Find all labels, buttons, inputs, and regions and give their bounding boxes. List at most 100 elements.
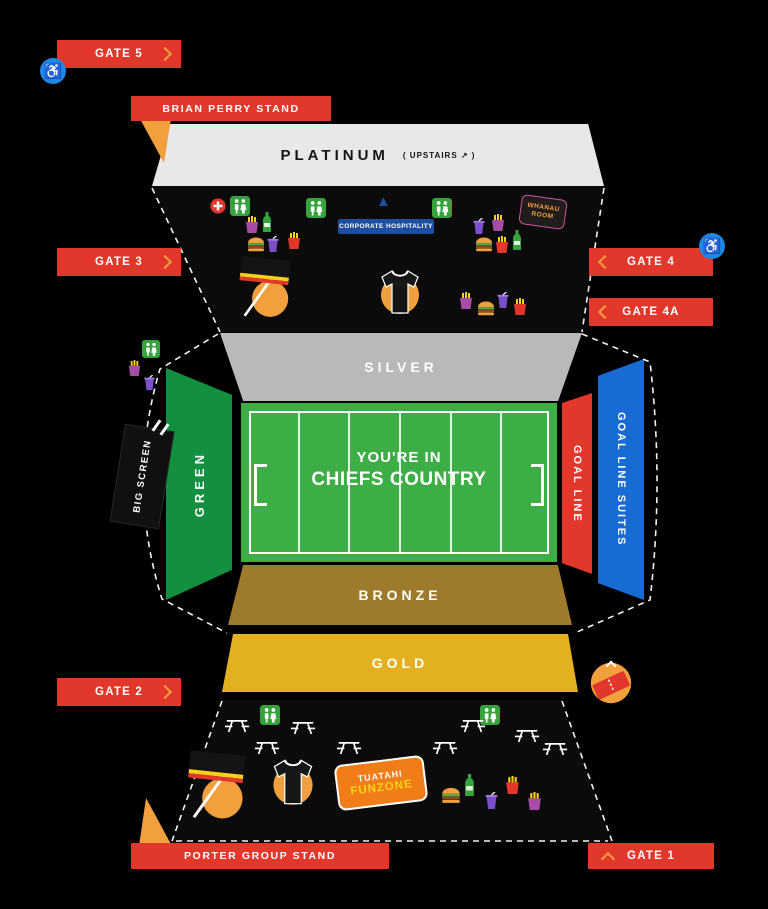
- rugby-field: YOU'RE IN CHIEFS COUNTRY: [241, 403, 557, 562]
- gate-2-button[interactable]: GATE 2: [57, 678, 181, 706]
- gate-4a-label: GATE 4A: [622, 306, 680, 318]
- toilets-icon: [260, 705, 280, 725]
- gate-5-label: GATE 5: [95, 48, 143, 60]
- drink-cup-icon: [266, 236, 280, 253]
- field-line: [297, 413, 300, 552]
- gate-4a-button[interactable]: GATE 4A: [589, 298, 713, 326]
- picnic-table-icon: [432, 739, 458, 756]
- accessibility-icon: ♿: [40, 58, 66, 84]
- goal-line-suites-label: GOAL LINE SUITES: [615, 412, 627, 547]
- picnic-table-icon: [336, 739, 362, 756]
- goal-posts-icon: [254, 464, 267, 506]
- picnic-table-icon: [514, 727, 540, 744]
- corporate-hospitality-label: CORPORATE HOSPITALITY: [339, 223, 433, 230]
- chevron-right-icon: [157, 46, 173, 62]
- burger-icon: [440, 786, 462, 804]
- green-label: GREEN: [191, 450, 207, 518]
- chevron-right-icon: [157, 684, 173, 700]
- fries-icon: [127, 360, 142, 377]
- fries-icon: [286, 232, 302, 250]
- goal-line-label: GOAL LINE: [571, 444, 583, 523]
- toilets-icon: [142, 340, 160, 358]
- zone-platinum: PLATINUM ( UPSTAIRS ↗ ): [152, 124, 604, 186]
- fries-icon: [458, 292, 474, 310]
- bottle-icon: [262, 212, 272, 232]
- zone-silver: SILVER: [220, 333, 582, 401]
- porter-group-stand-label: PORTER GROUP STAND: [183, 850, 337, 862]
- field-boundary: [249, 411, 549, 554]
- picnic-table-icon: [290, 719, 316, 736]
- gate-1-label: GATE 1: [627, 850, 675, 862]
- bronze-label: BRONZE: [358, 587, 442, 603]
- toilets-icon: [230, 196, 250, 216]
- bottle-icon: [464, 774, 475, 796]
- hospitality-arrow-icon: ▲: [376, 193, 391, 210]
- porter-group-stand-banner: PORTER GROUP STAND: [131, 843, 389, 869]
- gate-3-button[interactable]: GATE 3: [57, 248, 181, 276]
- fries-icon: [504, 776, 521, 795]
- first-aid-icon: [210, 198, 226, 214]
- big-screen-panel: BIG SCREEN: [109, 423, 175, 530]
- brian-perry-stand-banner: BRIAN PERRY STAND: [131, 96, 331, 121]
- toilets-icon: [432, 198, 452, 218]
- accessibility-icon: ♿: [699, 233, 725, 259]
- whanau-room-badge: WHANAU ROOM: [518, 193, 568, 231]
- picnic-table-icon: [542, 740, 568, 757]
- brian-perry-stand-label: BRIAN PERRY STAND: [162, 102, 300, 115]
- chevron-up-icon: [600, 851, 616, 867]
- zone-gold: GOLD: [222, 634, 578, 692]
- chiefs-jersey-icon: [260, 748, 326, 814]
- drink-cup-icon: [143, 375, 156, 391]
- drink-cup-icon: [496, 292, 510, 309]
- burger-icon: [476, 300, 496, 316]
- drink-cup-icon: [472, 218, 486, 235]
- chiefs-jersey-icon: [368, 259, 432, 323]
- gate-4-label: GATE 4: [627, 256, 675, 268]
- whanau-room-line2: ROOM: [531, 210, 555, 221]
- field-line: [348, 413, 351, 552]
- accessibility-glyph: ♿: [702, 238, 722, 255]
- burger-icon: [246, 236, 266, 252]
- gate-2-label: GATE 2: [95, 686, 143, 698]
- silver-label: SILVER: [364, 359, 438, 375]
- bottle-icon: [512, 230, 522, 250]
- gate-5-button[interactable]: GATE 5: [57, 40, 181, 68]
- drink-cup-icon: [484, 792, 499, 810]
- accessibility-glyph: ♿: [43, 63, 63, 80]
- chevron-right-icon: [157, 254, 173, 270]
- zone-goal-line-suites: GOAL LINE SUITES: [598, 359, 644, 600]
- picnic-table-icon: [224, 717, 250, 734]
- chiefs-flag-icon: [234, 252, 302, 320]
- gate-4-button[interactable]: GATE 4: [589, 248, 713, 276]
- fries-icon: [490, 214, 506, 232]
- field-slogan: YOU'RE IN CHIEFS COUNTRY: [241, 449, 557, 491]
- zone-bronze: BRONZE: [228, 565, 572, 625]
- chevron-left-icon: [597, 304, 613, 320]
- toilets-icon: [306, 198, 326, 218]
- platinum-upstairs-note: ( UPSTAIRS ↗ ): [402, 150, 476, 160]
- fries-icon: [512, 298, 528, 316]
- fries-icon: [244, 216, 260, 234]
- gate-3-label: GATE 3: [95, 256, 143, 268]
- field-line: [399, 413, 401, 552]
- big-screen-label: BIG SCREEN: [130, 439, 154, 514]
- chiefs-flag-icon: [182, 746, 258, 822]
- zone-goal-line: GOAL LINE: [562, 393, 592, 574]
- field-slogan-line2: CHIEFS COUNTRY: [311, 469, 487, 490]
- zone-green-stand: GREEN: [166, 368, 232, 600]
- gold-label: GOLD: [371, 655, 429, 671]
- field-line: [500, 413, 503, 552]
- field-slogan-line1: YOU'RE IN: [356, 449, 442, 466]
- orange-wedge: [139, 798, 171, 846]
- fries-icon: [526, 792, 543, 811]
- fries-icon: [494, 236, 510, 254]
- burger-icon: [474, 236, 494, 252]
- picnic-table-icon: [460, 717, 486, 734]
- chevron-left-icon: [597, 254, 613, 270]
- corporate-hospitality-banner: CORPORATE HOSPITALITY: [338, 219, 434, 234]
- field-line: [449, 413, 452, 552]
- gate-1-button[interactable]: GATE 1: [588, 843, 714, 869]
- platinum-label: PLATINUM: [280, 146, 389, 164]
- tickets-icon: [586, 658, 636, 708]
